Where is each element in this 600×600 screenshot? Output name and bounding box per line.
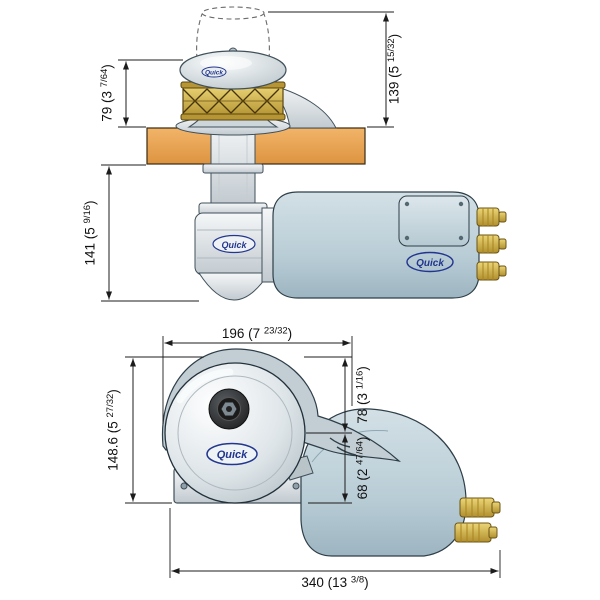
dim-label-78: 78 (3 1/16) [355, 366, 371, 424]
quick-logo: Quick [406, 251, 454, 273]
cable-gland-icon [459, 497, 501, 518]
dim-label-68: 68 (2 47/64) [355, 437, 371, 500]
dim-label-79: 79 (3 7/64) [99, 64, 115, 122]
dashed-right-line [263, 13, 270, 85]
dome-highlight [200, 56, 252, 70]
dim-total-above: 139 (5 15/32) [268, 11, 402, 128]
quick-logo-text: Quick [416, 258, 444, 269]
base-bolt [180, 482, 188, 490]
cable-gland-icon [476, 234, 507, 254]
dim-total-length: 340 (13 3/8) [169, 508, 501, 591]
chain-pipe-dashed-outline [196, 6, 270, 85]
dim-upper-height: 78 (3 1/16) [304, 356, 371, 434]
dim-label-340: 340 (13 3/8) [301, 575, 368, 591]
above-deck-assembly: Quick [175, 47, 337, 136]
side-view: Quick 196 (7 23/32) 78 (3 1/16) 68 (2 47… [105, 326, 501, 591]
quick-logo-text: Quick [221, 240, 247, 250]
dim-top-width: 196 (7 23/32) [162, 326, 353, 424]
quick-logo: Quick [206, 442, 258, 466]
gearbox: Quick [194, 202, 274, 301]
base-bolt [292, 482, 300, 490]
drum-center-cap [208, 388, 250, 430]
dashed-top-ellipse [201, 6, 265, 20]
dim-label-148-6: 148.6 (5 27/32) [105, 389, 121, 471]
dashed-left-line [196, 13, 203, 85]
cable-glands [476, 207, 507, 281]
motor-housing: Quick [272, 191, 480, 299]
dim-label-141: 141 (5 9/16) [82, 200, 98, 265]
dim-label-139: 139 (5 15/32) [386, 34, 402, 104]
drum: Quick [164, 362, 306, 504]
junction-box [398, 195, 470, 247]
cable-gland-icon [476, 261, 507, 281]
quick-logo: Quick [212, 234, 256, 254]
gearbox-bottom-dome [198, 272, 270, 301]
dim-total-height: 148.6 (5 27/32) [105, 356, 204, 504]
quick-logo-text: Quick [205, 70, 223, 77]
junction-box-screws [404, 201, 464, 241]
drum-highlight [176, 368, 234, 404]
quick-logo-text: Quick [217, 449, 248, 461]
dim-label-196: 196 (7 23/32) [222, 326, 292, 342]
dim-above-deck: 79 (3 7/64) [99, 59, 183, 128]
cable-gland-icon [454, 522, 498, 543]
quick-logo: Quick [201, 66, 227, 78]
cable-glands-side [454, 497, 501, 543]
top-view: Quick Quick [82, 6, 507, 302]
dim-lower-height: 68 (2 47/64) [308, 434, 371, 504]
cable-gland-icon [476, 207, 507, 227]
dim-below-deck: 141 (5 9/16) [82, 164, 199, 302]
